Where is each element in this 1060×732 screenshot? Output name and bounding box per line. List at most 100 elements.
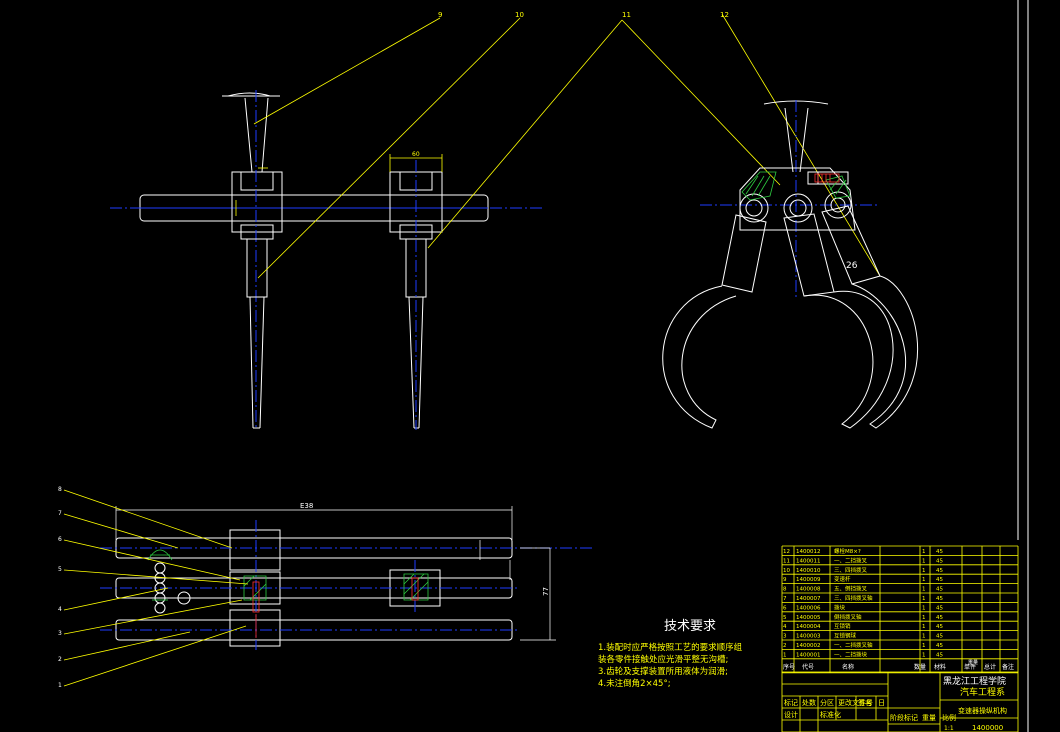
parts-header-cell: 序号 (783, 663, 795, 671)
tech-req-line-1: 1.装配时应严格按照工艺的要求顺序组 (598, 642, 743, 653)
parts-header-cell: 数量 (914, 663, 926, 671)
parts-row-qty: 1 (922, 587, 926, 593)
parts-row-code: 1400004 (796, 624, 821, 630)
parts-row-no: 12 (783, 549, 790, 555)
parts-row-qty: 1 (922, 596, 926, 602)
parts-row-qty: 1 (922, 624, 926, 630)
parts-row-code: 1400010 (796, 568, 821, 574)
institute-name: 黑龙江工程学院 (943, 675, 1006, 687)
parts-header-cell: 名称 (842, 663, 854, 671)
parts-row-name: 螺栓M8×? (834, 547, 861, 555)
parts-header-weight: 重量 (968, 659, 978, 666)
parts-row-name: 三、四挡拨叉轴 (834, 594, 873, 602)
tb-weight: 重量 (922, 714, 936, 722)
parts-row-code: 1400001 (796, 652, 821, 658)
parts-row-name: 一、二挡拨块 (834, 650, 868, 658)
parts-row-no: 7 (783, 596, 787, 602)
parts-row-material: 45 (936, 568, 943, 574)
drawing-name: 变速器操纵机构 (958, 706, 1007, 715)
parts-row-qty: 1 (922, 568, 926, 574)
parts-row-no: 3 (783, 634, 787, 640)
parts-row-no: 5 (783, 615, 787, 621)
parts-header-cell: 代号 (802, 663, 814, 671)
parts-row-name: 三、四挡拨叉 (834, 566, 868, 574)
fork-red-detail (814, 173, 840, 183)
parts-row-name: 五、倒挡拨叉 (834, 585, 868, 593)
tb-stage: 阶段标记 (890, 713, 918, 722)
parts-header-cell: 单件 (964, 663, 976, 671)
parts-row-no: 6 (783, 605, 787, 611)
tb-label-sign: 签名 (858, 698, 872, 707)
parts-row-qty: 1 (922, 558, 926, 564)
tb-scale-label: 比例 (942, 713, 956, 722)
tb-standard: 标准化 (820, 710, 841, 719)
tb-label-change: 更改文件号 (838, 698, 873, 707)
scale-value: 1:1 (944, 725, 954, 732)
drawing-number: 1400000 (972, 724, 1003, 732)
balloon-front-6: 6 (58, 536, 62, 543)
tb-label-date: 日 (878, 699, 885, 707)
department-name: 汽车工程系 (960, 686, 1005, 698)
front-view-leaders (63, 489, 249, 687)
front-view-dimensions (115, 506, 556, 641)
balloon-front-3: 3 (58, 630, 62, 637)
title-block (781, 671, 1019, 732)
tech-req-line-3: 3.齿轮及支撑装置所用液体为润滑; (598, 666, 728, 677)
parts-row-code: 1400011 (796, 558, 821, 564)
parts-row-qty: 1 (922, 615, 926, 621)
parts-header-cell: 总计 (984, 663, 996, 671)
parts-row-material: 45 (936, 615, 943, 621)
balloon-front-1: 1 (58, 682, 62, 689)
parts-row-material: 45 (936, 577, 943, 583)
tech-req-line-4: 4.未注倒角2×45°; (598, 678, 671, 689)
parts-row-name: 倒挡拨叉轴 (834, 613, 862, 621)
dim-angle-26: 26 (846, 261, 858, 271)
parts-row-name: 一、二挡拨叉轴 (834, 641, 873, 649)
parts-row-name: 一、二挡拨叉 (834, 556, 868, 564)
parts-row-code: 1400009 (796, 577, 821, 583)
parts-row-material: 45 (936, 634, 943, 640)
balloon-11: 11 (622, 11, 631, 19)
tb-designer: 设计 (784, 710, 798, 719)
parts-row-name: 互锁钢球 (834, 632, 857, 640)
parts-row-material: 45 (936, 652, 943, 658)
parts-header-cell: 备注 (1002, 663, 1014, 671)
balloon-10: 10 (515, 11, 524, 19)
dim-overall-length: E38 (300, 502, 313, 510)
top-view-lever-assembly (110, 90, 545, 430)
tech-requirements: 技术要求 1.装配时应严格按照工艺的要求顺序组 装各零件接触处应光滑平整无沟槽;… (598, 619, 743, 689)
front-view-red-detail (252, 577, 419, 638)
fork-side-view (662, 100, 918, 429)
parts-row-no: 8 (783, 587, 787, 593)
parts-row-no: 2 (783, 643, 787, 649)
parts-row-material: 45 (936, 624, 943, 630)
balloon-front-4: 4 (58, 606, 62, 613)
balloon-front-8: 8 (58, 486, 62, 493)
tb-label-mark: 标记 (784, 698, 798, 707)
tech-req-line-2: 装各零件接触处应光滑平整无沟槽; (598, 654, 728, 665)
parts-header-cell: 材料 (934, 663, 946, 671)
balloon-front-7: 7 (58, 510, 62, 517)
parts-row-no: 1 (783, 652, 787, 658)
parts-row-qty: 1 (922, 549, 926, 555)
parts-row-qty: 1 (922, 652, 926, 658)
parts-row-no: 10 (783, 568, 790, 574)
balloon-12: 12 (720, 11, 729, 19)
dim-top-60: 60 (412, 151, 420, 158)
balloon-front-2: 2 (58, 656, 62, 663)
parts-row-material: 45 (936, 549, 943, 555)
parts-row-code: 1400008 (796, 587, 821, 593)
tech-requirements-title: 技术要求 (664, 619, 716, 634)
parts-row-name: 变速杆 (834, 575, 851, 583)
tb-label-zone: 分区 (820, 698, 834, 707)
balloon-9: 9 (438, 11, 442, 19)
parts-row-material: 45 (936, 587, 943, 593)
fork-hatching (741, 171, 851, 201)
parts-row-material: 45 (936, 643, 943, 649)
parts-row-code: 1400003 (796, 634, 821, 640)
dim-height: 77 (542, 587, 550, 596)
parts-row-code: 1400012 (796, 549, 821, 555)
parts-row-material: 45 (936, 605, 943, 611)
parts-row-name: 互锁销 (834, 622, 851, 630)
